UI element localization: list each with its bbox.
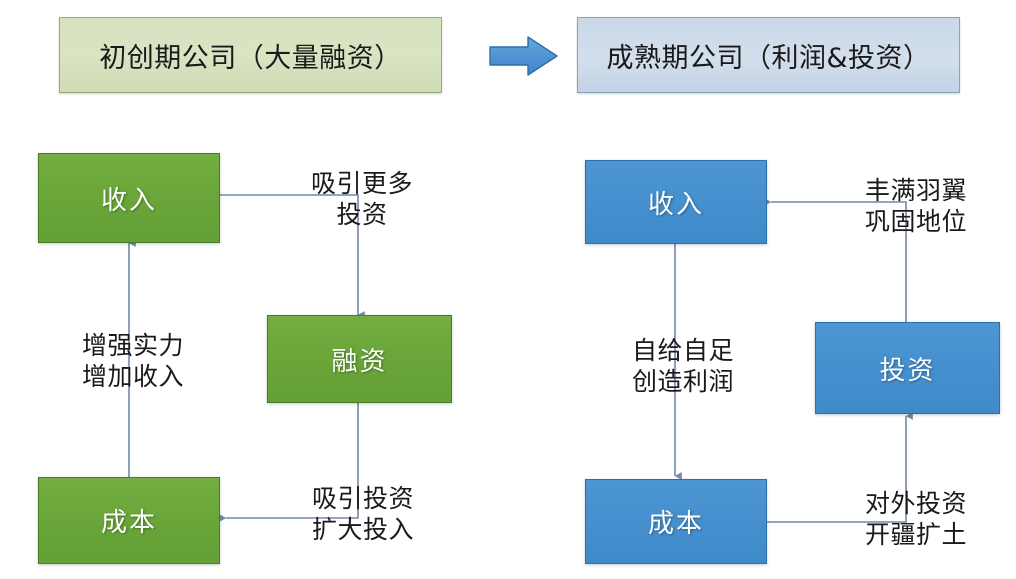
edge-label-line-1: 增强实力 (81, 331, 184, 360)
edge-label-line-2: 投资 (336, 199, 388, 229)
panel-title-startup: 初创期公司（大量融资） (59, 17, 442, 93)
node-mature-revenue[interactable]: 收入 (585, 160, 767, 244)
edge-label-line-1: 吸引投资 (311, 484, 414, 513)
edge-label-line-2: 巩固地位 (864, 206, 967, 236)
node-mature-investment[interactable]: 投资 (815, 322, 1000, 414)
edge-label-line-1: 自给自足 (631, 336, 734, 365)
edge-label-mature-investment-to-revenue: 丰满羽翼 巩固地位 (846, 176, 986, 237)
right-block-arrow-icon (489, 36, 558, 76)
edge-label-mature-cost-to-investment: 对外投资 开疆扩土 (846, 489, 986, 550)
edge-label-line-1: 吸引更多 (310, 169, 413, 198)
edge-label-line-1: 丰满羽翼 (864, 176, 967, 205)
node-startup-cost[interactable]: 成本 (38, 477, 220, 564)
edge-label-line-2: 创造利润 (631, 366, 734, 396)
node-startup-financing[interactable]: 融资 (267, 315, 452, 403)
edge-label-startup-cost-to-revenue: 增强实力 增加收入 (63, 331, 203, 392)
edge-label-line-1: 对外投资 (864, 489, 967, 518)
edge-label-line-2: 开疆扩土 (864, 519, 967, 549)
panel-title-mature: 成熟期公司（利润&投资） (577, 17, 960, 93)
edge-label-mature-revenue-to-cost: 自给自足 创造利润 (613, 336, 753, 397)
node-mature-cost[interactable]: 成本 (585, 479, 767, 564)
edge-label-line-2: 扩大投入 (311, 514, 414, 544)
edge-label-line-2: 增加收入 (81, 361, 184, 391)
node-startup-revenue[interactable]: 收入 (38, 153, 220, 243)
edge-label-startup-revenue-to-financing: 吸引更多 投资 (292, 169, 432, 230)
edge-label-startup-financing-to-cost: 吸引投资 扩大投入 (293, 484, 433, 545)
